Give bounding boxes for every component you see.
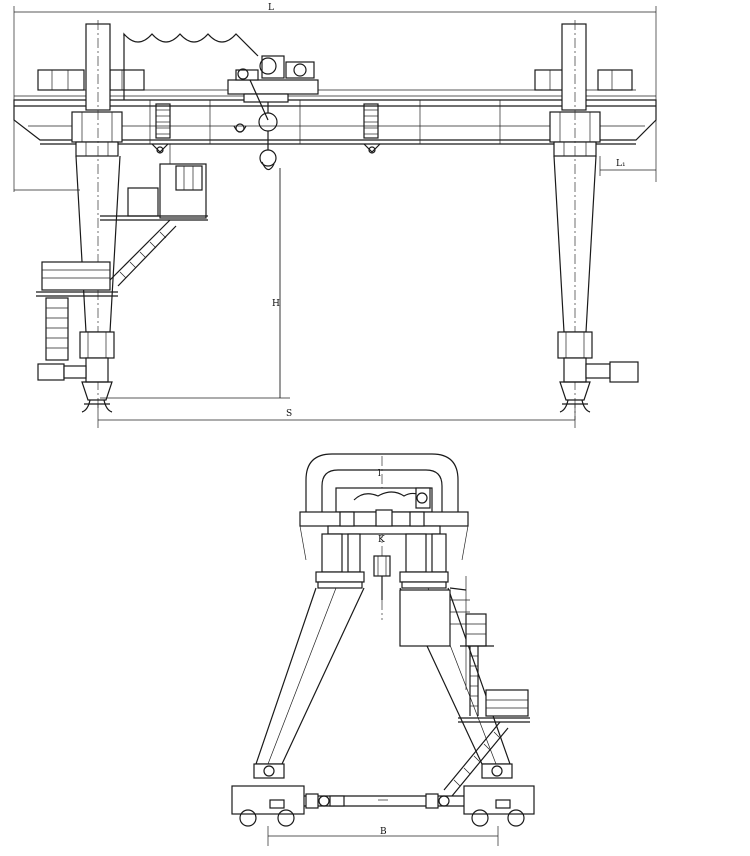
left-bottom-joint [37, 331, 115, 413]
girder-panels [155, 103, 379, 139]
label-cantilever: L₁ [616, 159, 626, 169]
front-elevation: L [13, 3, 657, 428]
pillar-tops [85, 23, 587, 111]
side-right-saddle [399, 533, 449, 589]
end-platforms [37, 69, 633, 91]
side-trolley: K [299, 487, 469, 561]
dimension-l1: L₁ [14, 156, 656, 191]
girder-pulleys [151, 143, 381, 154]
side-left-saddle [315, 533, 365, 589]
side-bogies [231, 785, 535, 827]
side-bottom-joints [253, 763, 513, 779]
hook-block [259, 131, 281, 398]
label-span-length: L [268, 3, 274, 13]
left-saddle [71, 111, 123, 157]
label-span: S [286, 409, 292, 419]
portal-frame: l [305, 453, 459, 620]
label-lift-height: H [272, 299, 280, 309]
side-elevation: l K [231, 453, 535, 846]
side-stairs [399, 576, 530, 797]
label-trolley-width: K [378, 535, 385, 545]
right-bottom-joint [557, 331, 639, 413]
svg-text:l: l [378, 469, 381, 479]
dimension-h: H [100, 168, 290, 399]
dimension-s: S [97, 404, 576, 428]
dimension-b: B [267, 826, 499, 846]
operator-cab [100, 144, 208, 221]
side-hook [373, 555, 391, 600]
side-tie-beam [304, 793, 464, 809]
left-staircase [109, 219, 177, 287]
label-gauge: B [380, 827, 387, 837]
festoon-cable [123, 32, 259, 57]
dimension-l: L [13, 3, 657, 192]
left-lower-platform [36, 261, 118, 361]
trolley [227, 55, 319, 133]
